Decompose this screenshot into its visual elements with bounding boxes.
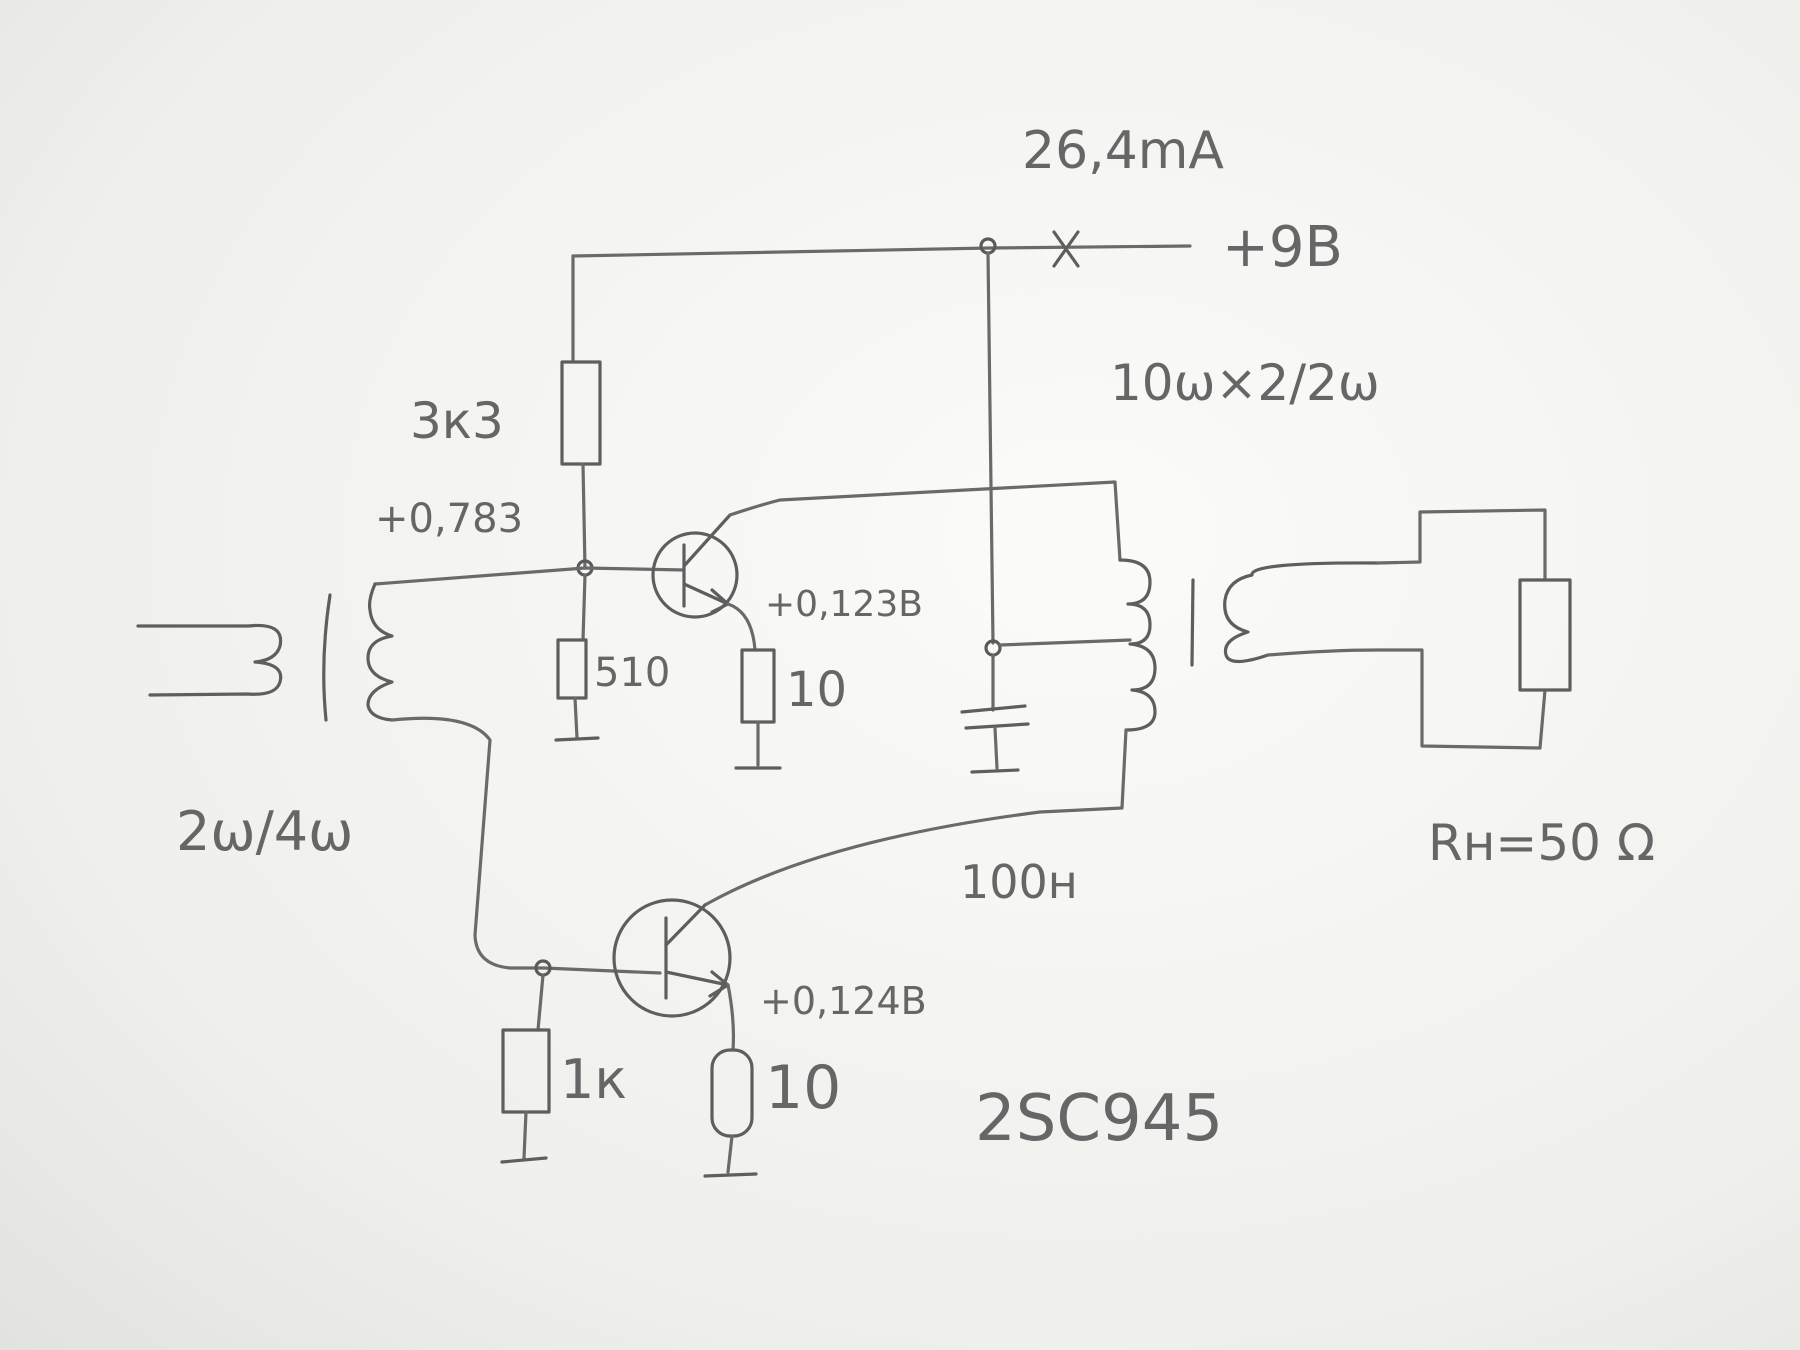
wire-r3k3-to-base <box>581 462 587 570</box>
label-r1k: 1к <box>560 1048 627 1111</box>
label-r510: 510 <box>594 650 670 696</box>
wire-load-loop <box>1376 508 1547 750</box>
ground-10-bottom-icon <box>703 1172 758 1178</box>
wire-to-r1k <box>536 973 545 1032</box>
wire-r510-ground <box>573 696 579 740</box>
wire-to-bottom-base <box>390 716 662 975</box>
wire-centertap <box>998 638 1132 647</box>
wire-emitter-top <box>726 602 757 652</box>
wire-base-top <box>373 566 686 586</box>
label-transistor-type: 2SC945 <box>975 1082 1223 1156</box>
transistor-bottom <box>612 898 732 1018</box>
transistor-top-collector <box>682 513 732 568</box>
wire-r10bottom-ground <box>726 1134 734 1174</box>
current-meter-cross <box>1052 230 1080 268</box>
ground-1k-icon <box>500 1156 548 1164</box>
label-supply: +9В <box>1222 215 1343 280</box>
ground-capacitor-icon <box>970 768 1020 774</box>
wire-supply-to-centertap <box>986 251 995 645</box>
wire-primary-bottom <box>703 728 1128 907</box>
capacitor-100n <box>960 704 1030 730</box>
label-r3k3: 3к3 <box>410 392 504 450</box>
resistor-10-top <box>740 648 776 724</box>
label-current: 26,4mA <box>1022 121 1224 181</box>
label-input-transformer: 2ω/4ω <box>176 800 353 863</box>
supply-rail <box>571 244 1192 258</box>
resistor-3k3 <box>560 360 602 466</box>
input-secondary-coil <box>366 582 394 722</box>
input-primary-coil <box>136 623 283 697</box>
output-secondary-coil <box>1223 561 1380 664</box>
label-r10-top: 10 <box>786 662 847 718</box>
label-load: Rн=50 Ω <box>1428 814 1655 872</box>
transistor-bottom-collector <box>664 903 707 947</box>
wire-r1k-ground <box>522 1110 528 1160</box>
transistor-top <box>651 531 739 619</box>
wire-to-r510 <box>581 573 587 642</box>
label-r10-bottom: 10 <box>765 1053 841 1123</box>
supply-junction <box>979 237 997 255</box>
wire-emitter-bottom <box>726 983 736 1052</box>
label-base-voltage: +0,783 <box>375 496 523 542</box>
resistor-10-bottom <box>710 1048 754 1138</box>
resistor-load <box>1518 578 1572 692</box>
transistor-top-emitter <box>682 582 730 614</box>
label-emitter-voltage-top: +0,123В <box>765 584 923 625</box>
wire-capacitor-ground <box>993 726 999 770</box>
label-capacitor: 100н <box>960 855 1078 909</box>
ground-510-icon <box>554 736 600 742</box>
resistor-1k <box>501 1028 551 1114</box>
wire-collector-top <box>728 480 1122 562</box>
label-emitter-voltage-bottom: +0,124В <box>760 979 927 1023</box>
input-transformer-core <box>322 593 332 722</box>
transistor-bottom-emitter <box>664 970 730 998</box>
label-output-transformer: 10ω×2/2ω <box>1110 354 1380 412</box>
wire-secondary-out <box>1266 648 1380 657</box>
output-primary-coil <box>1118 558 1157 732</box>
output-transformer-core <box>1190 578 1195 667</box>
resistor-510 <box>556 638 588 700</box>
